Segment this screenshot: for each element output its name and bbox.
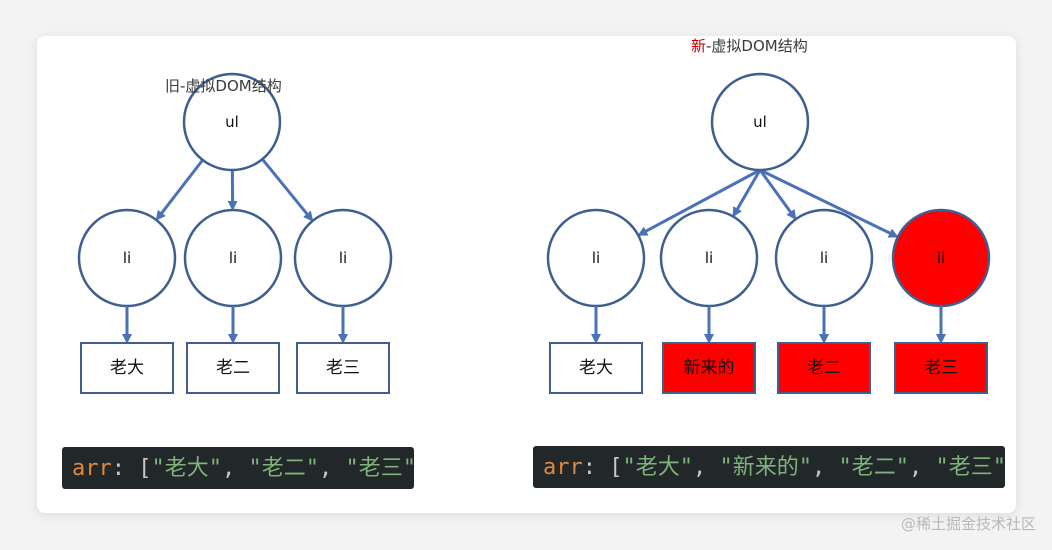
right-text-label: 新来的	[684, 358, 735, 378]
new-arr-code: arr: ["老大", "新来的", "老二", "老三"]	[533, 446, 1005, 488]
code-var-name: arr	[72, 456, 112, 481]
left-ul-node	[182, 72, 282, 172]
right-text-label: 老三	[924, 358, 958, 378]
right-root-to-li-arrow	[759, 168, 899, 238]
code-var-name: arr	[543, 455, 583, 480]
code-separator: ,	[812, 455, 839, 480]
code-separator: ,	[319, 456, 346, 481]
right-root-to-li-arrow	[758, 169, 797, 220]
left-root-to-li-arrow	[261, 158, 314, 222]
left-ul-label: ul	[225, 113, 239, 131]
code-separator: ,	[909, 455, 936, 480]
left-text-label: 老二	[216, 358, 250, 378]
code-string-item: "老三"	[345, 456, 415, 481]
left-li-label: li	[123, 249, 131, 267]
new-vdom-tree: ul li 老大 li 新来的 li 老二 li 老三	[546, 72, 991, 394]
left-text-label: 老三	[326, 358, 360, 378]
diagram-card: ul li 老大 li 老二 li 老三 ul li 老大 li 新来的 li 老二 li 老三 旧-虚拟D…	[37, 36, 1016, 513]
left-li-label: li	[229, 249, 237, 267]
right-text-box	[662, 342, 756, 394]
right-root-to-li-arrow	[732, 169, 762, 218]
new-vdom-title-highlight: 新	[691, 37, 707, 55]
old-vdom-tree: ul li 老大 li 老二 li 老三	[77, 72, 393, 394]
right-li-label: li	[705, 249, 713, 267]
code-colon: :	[582, 455, 596, 480]
new-vdom-title: 新-虚拟DOM结构	[691, 32, 808, 60]
old-vdom-title: 旧-虚拟DOM结构	[165, 72, 282, 100]
right-text-box	[777, 342, 871, 394]
code-separator: ,	[222, 456, 249, 481]
new-vdom-title-rest: -虚拟DOM结构	[706, 37, 808, 55]
left-text-box	[186, 342, 280, 394]
left-li-label: li	[339, 249, 347, 267]
code-string-item: "老大"	[151, 456, 223, 481]
right-li-label: li	[820, 249, 828, 267]
right-text-label: 老大	[579, 358, 613, 378]
code-colon: :	[111, 456, 125, 481]
watermark: @稀土掘金技术社区	[900, 515, 1036, 533]
code-open-bracket: [	[138, 456, 152, 481]
code-string-item: "老三"	[935, 455, 1006, 480]
left-root-to-li-arrow	[155, 159, 204, 221]
code-separator: ,	[693, 455, 720, 480]
vdom-diagram: ul li 老大 li 老二 li 老三 ul li 老大 li 新来的 li 老二 li 老三	[77, 72, 991, 394]
right-li-label: li	[592, 249, 600, 267]
right-root-to-li-arrow	[637, 168, 761, 236]
right-text-label: 老二	[807, 358, 841, 378]
code-string-item: "老二"	[248, 456, 320, 481]
left-text-box	[296, 342, 390, 394]
right-text-box	[549, 342, 643, 394]
code-string-item: "老大"	[622, 455, 694, 480]
old-arr-code: arr: ["老大", "老二", "老三"]	[62, 447, 414, 489]
old-vdom-title-text: 旧-虚拟DOM结构	[165, 77, 282, 95]
code-open-bracket: [	[609, 455, 623, 480]
left-text-label: 老大	[110, 358, 144, 378]
right-text-box	[894, 342, 988, 394]
left-text-box	[80, 342, 174, 394]
code-string-item: "老二"	[838, 455, 910, 480]
right-ul-label: ul	[753, 113, 767, 131]
right-ul-node	[710, 72, 810, 172]
code-string-item: "新来的"	[719, 455, 813, 480]
right-li-label: li	[937, 249, 945, 267]
